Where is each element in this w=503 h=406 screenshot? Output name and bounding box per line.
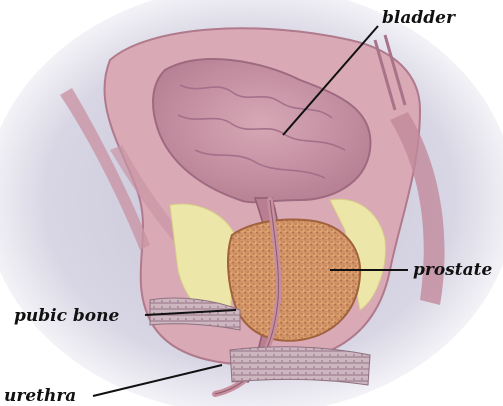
- urethra-label: urethra: [4, 388, 76, 405]
- pelvic-floor: [230, 347, 370, 385]
- pubic-bone-label: pubic bone: [14, 308, 119, 325]
- bladder-label: bladder: [382, 10, 455, 27]
- prostate-label: prostate: [413, 262, 492, 279]
